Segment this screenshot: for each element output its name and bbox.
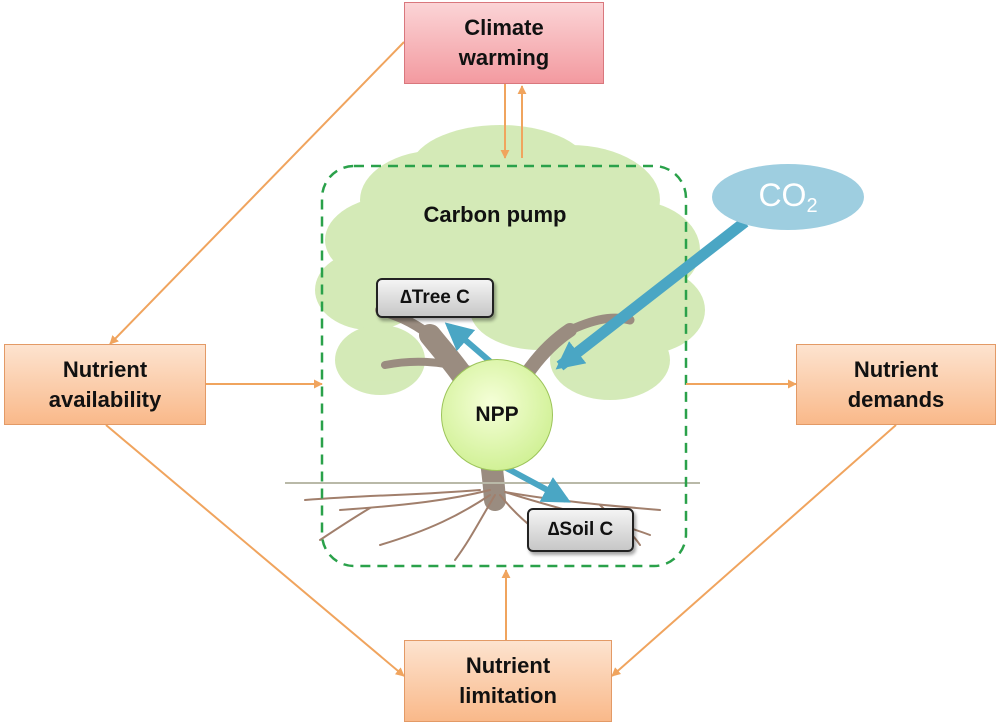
co2-text: CO — [758, 176, 807, 213]
tree-c-node: ∆Tree C — [376, 278, 494, 318]
feedback-arrows — [105, 41, 897, 677]
tree-c-label: ∆Tree C — [400, 287, 470, 309]
arrow-npp-to-tree-c — [444, 322, 495, 367]
arrow-demands-to-limitation — [611, 424, 897, 677]
carbon-pump-label: Carbon pump — [423, 202, 567, 227]
arrow-availability-to-limitation — [105, 424, 405, 677]
soil-c-label: ∆Soil C — [547, 519, 614, 541]
npp-node: NPP — [441, 359, 553, 471]
nutrient-limitation-label: Nutrient limitation — [459, 653, 557, 708]
nutrient-demands-label: Nutrient demands — [847, 356, 945, 412]
nutrient-availability-label: Nutrient availability — [48, 356, 162, 412]
nutrient-availability-node: Nutrient availability — [4, 344, 206, 425]
co2-node: CO2 — [712, 164, 864, 230]
climate-warming-label: Climate warming — [458, 15, 550, 70]
nutrient-limitation-node: Nutrient limitation — [404, 640, 612, 722]
arrow-climate-to-availability — [109, 41, 405, 345]
npp-label: NPP — [475, 403, 519, 426]
carbon-pump-region — [320, 164, 688, 568]
tree-roots-illustration — [304, 489, 661, 561]
soil-c-node: ∆Soil C — [527, 508, 634, 552]
climate-warming-node: Climate warming — [404, 2, 604, 84]
nutrient-demands-node: Nutrient demands — [796, 344, 996, 425]
co2-subscript: 2 — [806, 194, 818, 217]
co2-label: CO2 — [758, 177, 817, 218]
arrow-co2-to-npp — [555, 217, 749, 371]
